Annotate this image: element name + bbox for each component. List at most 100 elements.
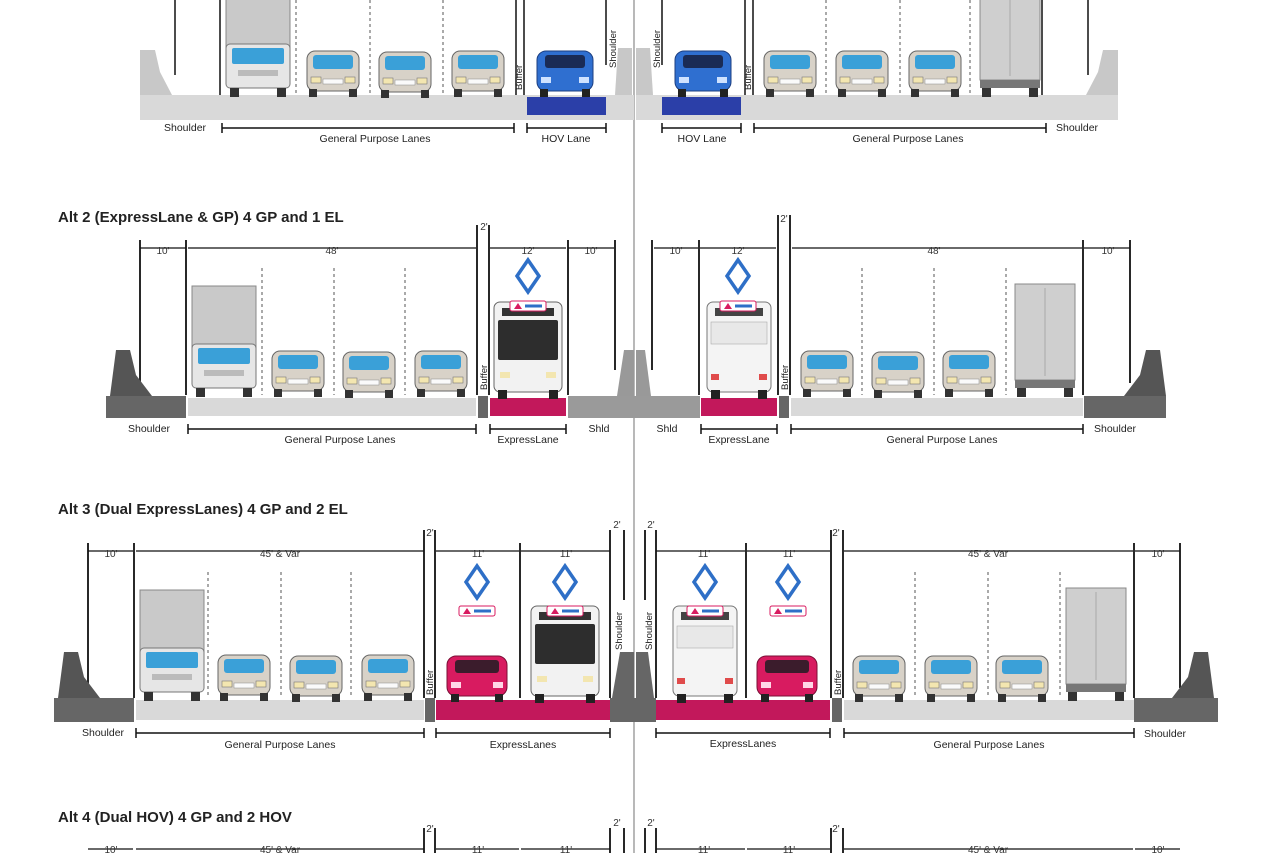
- diamond-icon: [464, 564, 490, 600]
- svg-text:10': 10': [1151, 845, 1164, 853]
- express-badge-icon: [719, 300, 757, 312]
- truck-icon: [139, 589, 205, 702]
- svg-text:11': 11': [472, 549, 484, 560]
- car-icon: [378, 51, 432, 99]
- svg-text:45' & Var: 45' & Var: [968, 845, 1009, 853]
- svg-text:11': 11': [698, 549, 710, 560]
- diamond-icon: [775, 564, 801, 600]
- alt1-section: Buffer Shoulder Shoulder Buffer Shoulder…: [140, 0, 1118, 145]
- car-blue-icon: [674, 50, 732, 98]
- buffer-label: Buffer: [514, 65, 525, 90]
- express-lane-left: [490, 398, 566, 416]
- car-icon: [342, 351, 396, 399]
- svg-text:12': 12': [521, 246, 534, 257]
- express-badge-icon: [769, 605, 807, 617]
- express-badge-icon: [458, 605, 496, 617]
- car-icon: [942, 350, 996, 398]
- svg-text:2': 2': [613, 818, 621, 829]
- svg-text:10': 10': [104, 845, 117, 853]
- svg-text:2': 2': [480, 222, 488, 233]
- car-icon: [451, 50, 505, 98]
- car-icon: [800, 350, 854, 398]
- svg-text:10': 10': [1101, 246, 1114, 257]
- bus-icon: [530, 605, 600, 704]
- svg-text:2': 2': [832, 528, 840, 539]
- alt4-section: Alt 4 (Dual HOV) 4 GP and 2 HOV 10' 45' …: [58, 809, 1180, 853]
- truck-back-icon: [1065, 587, 1127, 702]
- svg-text:10': 10': [669, 246, 682, 257]
- truck-icon: [225, 0, 291, 98]
- svg-text:12': 12': [731, 246, 744, 257]
- shoulder-label: Shoulder: [82, 727, 125, 739]
- express-badge-icon: [509, 300, 547, 312]
- gp-lanes-label: General Purpose Lanes: [225, 739, 336, 751]
- hov-lane-label: HOV Lane: [541, 133, 590, 145]
- svg-text:2': 2': [647, 818, 655, 829]
- truck-icon: [191, 285, 257, 398]
- car-blue-icon: [536, 50, 594, 98]
- car-icon: [871, 351, 925, 399]
- car-icon: [835, 50, 889, 98]
- alt2-title: Alt 2 (ExpressLane & GP) 4 GP and 1 EL: [58, 209, 344, 226]
- svg-text:48': 48': [927, 246, 940, 257]
- svg-text:2': 2': [832, 824, 840, 835]
- car-icon: [852, 655, 906, 703]
- diamond-icon: [515, 258, 541, 294]
- car-pink-icon: [756, 655, 818, 703]
- gp-lanes-label: General Purpose Lanes: [320, 133, 431, 145]
- alt3-section: Alt 3 (Dual ExpressLanes) 4 GP and 2 EL …: [54, 501, 1218, 751]
- express-badge-icon: [686, 605, 724, 617]
- bus-back-icon: [706, 301, 772, 400]
- gp-lanes-label: General Purpose Lanes: [285, 434, 396, 446]
- express-lanes-label: ExpressLanes: [490, 739, 557, 751]
- gp-lanes-label: General Purpose Lanes: [934, 739, 1045, 751]
- svg-text:45' & Var: 45' & Var: [968, 549, 1009, 560]
- svg-text:10': 10': [1151, 549, 1164, 560]
- express-lane-label: ExpressLane: [708, 434, 769, 446]
- express-lanes-left: [436, 700, 610, 720]
- svg-text:10': 10': [584, 246, 597, 257]
- express-lane-label: ExpressLane: [497, 434, 558, 446]
- shoulder-label: Shoulder: [1144, 728, 1187, 740]
- car-icon: [217, 654, 271, 702]
- car-icon: [924, 655, 978, 703]
- shoulder-label: Shoulder: [652, 30, 663, 68]
- truck-back-icon: [979, 0, 1041, 98]
- svg-text:10': 10': [104, 549, 117, 560]
- alt3-title: Alt 3 (Dual ExpressLanes) 4 GP and 2 EL: [58, 501, 348, 518]
- svg-text:2': 2': [426, 824, 434, 835]
- truck-back-icon: [1014, 283, 1076, 398]
- car-pink-icon: [446, 655, 508, 703]
- car-icon: [908, 50, 962, 98]
- diamond-icon: [552, 564, 578, 600]
- bus-back-icon: [672, 605, 738, 704]
- svg-text:48': 48': [325, 246, 338, 257]
- diamond-icon: [692, 564, 718, 600]
- car-icon: [306, 50, 360, 98]
- shld-label: Shld: [588, 423, 609, 435]
- shld-label: Shld: [656, 423, 677, 435]
- svg-text:11': 11': [472, 845, 484, 853]
- svg-text:11': 11': [783, 549, 795, 560]
- express-lane-right: [701, 398, 777, 416]
- svg-text:11': 11': [698, 845, 710, 853]
- express-lanes-label: ExpressLanes: [710, 738, 777, 750]
- svg-text:45' & Var: 45' & Var: [260, 845, 301, 853]
- bus-icon: [493, 301, 563, 400]
- car-icon: [361, 654, 415, 702]
- car-icon: [763, 50, 817, 98]
- svg-text:11': 11': [560, 845, 572, 853]
- car-icon: [414, 350, 468, 398]
- svg-text:2': 2': [613, 520, 621, 531]
- shoulder-label: Shoulder: [614, 612, 625, 650]
- svg-text:45' & Var: 45' & Var: [260, 549, 301, 560]
- shoulder-label: Shoulder: [1094, 423, 1137, 435]
- svg-text:10': 10': [156, 246, 169, 257]
- buffer-label: Buffer: [425, 670, 436, 695]
- svg-text:2': 2': [426, 528, 434, 539]
- buffer-label: Buffer: [479, 365, 490, 390]
- hov-lane-label: HOV Lane: [677, 133, 726, 145]
- hov-lane-left: [527, 97, 606, 115]
- svg-text:11': 11': [560, 549, 572, 560]
